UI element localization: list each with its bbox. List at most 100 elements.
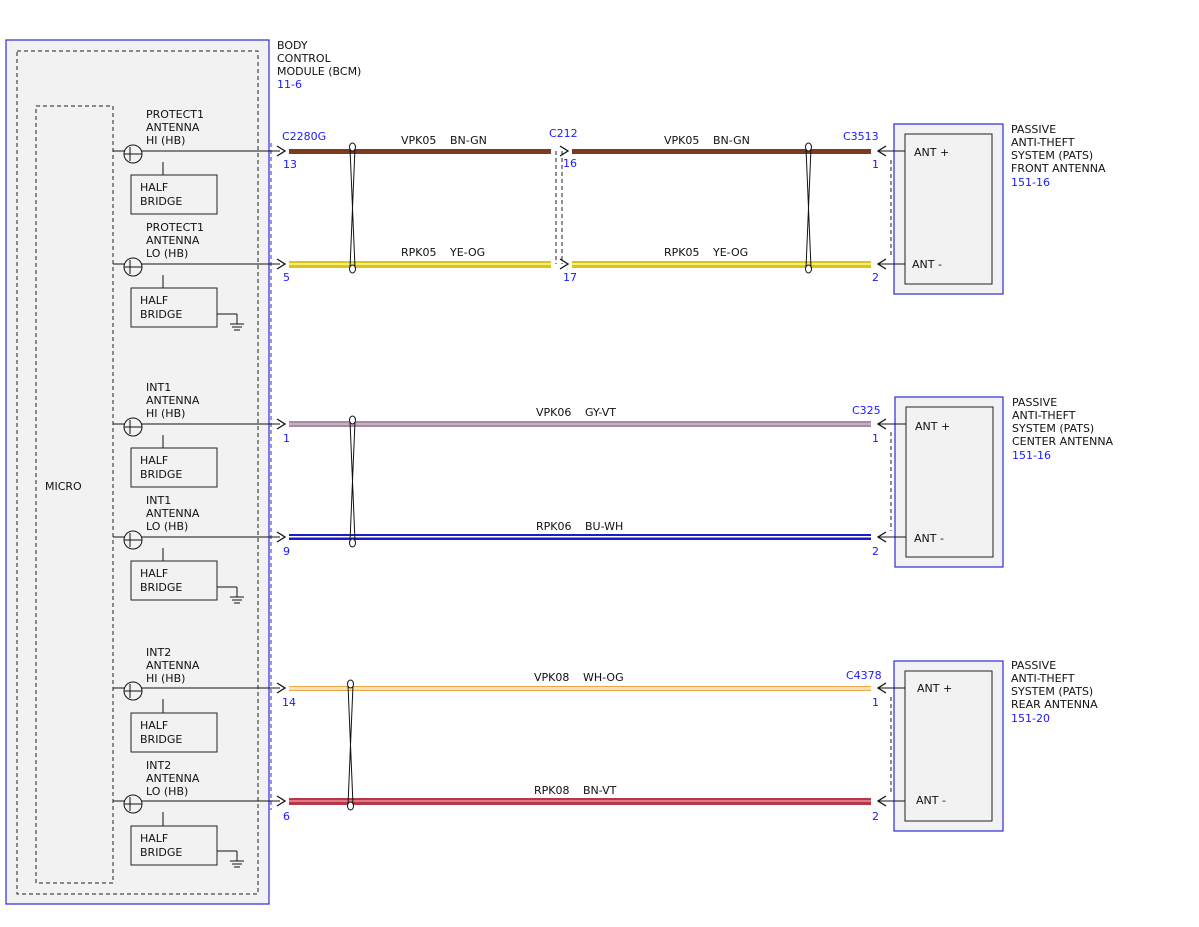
pin-number: 9: [283, 545, 290, 558]
half-bridge-label: BRIDGE: [140, 733, 182, 746]
driver-label: ANTENNA: [146, 121, 200, 134]
driver-label: ANTENNA: [146, 234, 200, 247]
pin-number: 1: [872, 158, 879, 171]
bcm-name-line: CONTROL: [277, 52, 332, 65]
driver-protect1-hi: HALF BRIDGE PROTECT1 ANTENNA HI (HB): [113, 108, 280, 215]
pin-number: 5: [283, 271, 290, 284]
wire-circuit-label: RPK06: [536, 520, 572, 533]
half-bridge-label: BRIDGE: [140, 308, 182, 321]
ant-plus-label: ANT +: [914, 146, 949, 159]
wire-rpk08: [289, 798, 871, 805]
wire-color-label: BU-WH: [585, 520, 623, 533]
antenna-name: SYSTEM (PATS): [1012, 422, 1094, 435]
wire-circuit-label: RPK08: [534, 784, 570, 797]
connector-c212: C212: [549, 127, 578, 140]
micro-label: MICRO: [45, 480, 82, 493]
pin-number: 14: [282, 696, 296, 709]
driver-label: INT2: [146, 646, 171, 659]
center-antenna: ANT + ANT - PASSIVE ANTI-THEFT SYSTEM (P…: [878, 396, 1114, 568]
wire-vpk05-seg1: [289, 149, 551, 154]
wire-color-label: GY-VT: [585, 406, 616, 419]
antenna-body: [904, 133, 993, 285]
wire-color-label: YE-OG: [449, 246, 485, 259]
antenna-page-ref: 151-16: [1012, 449, 1051, 462]
driver-label: HI (HB): [146, 407, 185, 420]
antenna-name: ANTI-THEFT: [1011, 672, 1075, 685]
half-bridge-label: HALF: [140, 567, 168, 580]
connector-c2280g: C2280G: [282, 130, 326, 143]
rear-antenna: ANT + ANT - PASSIVE ANTI-THEFT SYSTEM (P…: [878, 659, 1098, 832]
half-bridge-label: HALF: [140, 294, 168, 307]
driver-label: INT2: [146, 759, 171, 772]
driver-label: LO (HB): [146, 785, 188, 798]
driver-int2-lo: HALF BRIDGE INT2 ANTENNA LO (HB): [113, 759, 280, 868]
half-bridge-box: [130, 287, 218, 328]
pin-number: 17: [563, 271, 577, 284]
driver-int1-lo: HALF BRIDGE INT1 ANTENNA LO (HB): [113, 494, 280, 604]
wire-color-label: WH-OG: [583, 671, 624, 684]
pin-number: 6: [283, 810, 290, 823]
half-bridge-label: BRIDGE: [140, 468, 182, 481]
wire-circuit-label: RPK05: [664, 246, 700, 259]
wire-circuit-label: RPK05: [401, 246, 437, 259]
wire-vpk05-seg2: [572, 149, 871, 154]
wire-color-label: BN-GN: [713, 134, 750, 147]
wire-vpk08: [289, 686, 871, 691]
wire-circuit-label: VPK05: [664, 134, 699, 147]
ground-icon: [217, 313, 244, 331]
driver-label: LO (HB): [146, 520, 188, 533]
driver-label: ANTENNA: [146, 659, 200, 672]
pin-number: 1: [283, 432, 290, 445]
half-bridge-box: [130, 174, 218, 215]
pin-number: 1: [872, 696, 879, 709]
antenna-page-ref: 151-16: [1011, 176, 1050, 189]
pin-number: 2: [872, 545, 879, 558]
connector-c325: C325: [852, 404, 881, 417]
half-bridge-box: [130, 825, 218, 866]
driver-label: ANTENNA: [146, 507, 200, 520]
half-bridge-label: HALF: [140, 832, 168, 845]
ant-minus-label: ANT -: [916, 794, 946, 807]
antenna-name: SYSTEM (PATS): [1011, 149, 1093, 162]
wire-rpk05-seg1: [289, 261, 551, 268]
driver-int2-hi: HALF BRIDGE INT2 ANTENNA HI (HB): [113, 646, 280, 753]
micro-block: [35, 105, 114, 884]
wire-color-label: YE-OG: [712, 246, 748, 259]
pin-number: 13: [283, 158, 297, 171]
driver-label: LO (HB): [146, 247, 188, 260]
half-bridge-label: HALF: [140, 454, 168, 467]
half-bridge-label: BRIDGE: [140, 581, 182, 594]
driver-label: INT1: [146, 381, 171, 394]
pin-number: 2: [872, 271, 879, 284]
driver-label: PROTECT1: [146, 108, 204, 121]
wire-color-label: BN-VT: [583, 784, 617, 797]
antenna-name: CENTER ANTENNA: [1012, 435, 1114, 448]
driver-label: INT1: [146, 494, 171, 507]
connector-arrows: [276, 145, 887, 807]
driver-label: ANTENNA: [146, 772, 200, 785]
antenna-body: [904, 670, 993, 822]
driver-label: ANTENNA: [146, 394, 200, 407]
ant-plus-label: ANT +: [915, 420, 950, 433]
wire-rpk06: [289, 534, 871, 540]
half-bridge-box: [130, 712, 218, 753]
bcm-page-ref: 11-6: [277, 78, 302, 91]
ground-icon: [217, 586, 244, 604]
antenna-name: PASSIVE: [1011, 659, 1056, 672]
twisted-pair-markers: [347, 142, 812, 811]
pin-number: 16: [563, 157, 577, 170]
bcm-name: BODY CONTROL MODULE (BCM) 11-6: [277, 39, 361, 91]
ant-minus-label: ANT -: [914, 532, 944, 545]
half-bridge-box: [130, 447, 218, 488]
driver-label: HI (HB): [146, 134, 185, 147]
half-bridge-label: BRIDGE: [140, 846, 182, 859]
wire-circuit-label: VPK05: [401, 134, 436, 147]
front-antenna: ANT + ANT - PASSIVE ANTI-THEFT SYSTEM (P…: [878, 123, 1106, 295]
driver-protect1-lo: HALF BRIDGE PROTECT1 ANTENNA LO (HB): [113, 221, 280, 331]
half-bridge-label: BRIDGE: [140, 195, 182, 208]
connector-c4378: C4378: [846, 669, 882, 682]
driver-int1-hi: HALF BRIDGE INT1 ANTENNA HI (HB): [113, 381, 280, 488]
bcm-name-line: BODY: [277, 39, 308, 52]
bcm-inner-boundary: [16, 50, 259, 895]
